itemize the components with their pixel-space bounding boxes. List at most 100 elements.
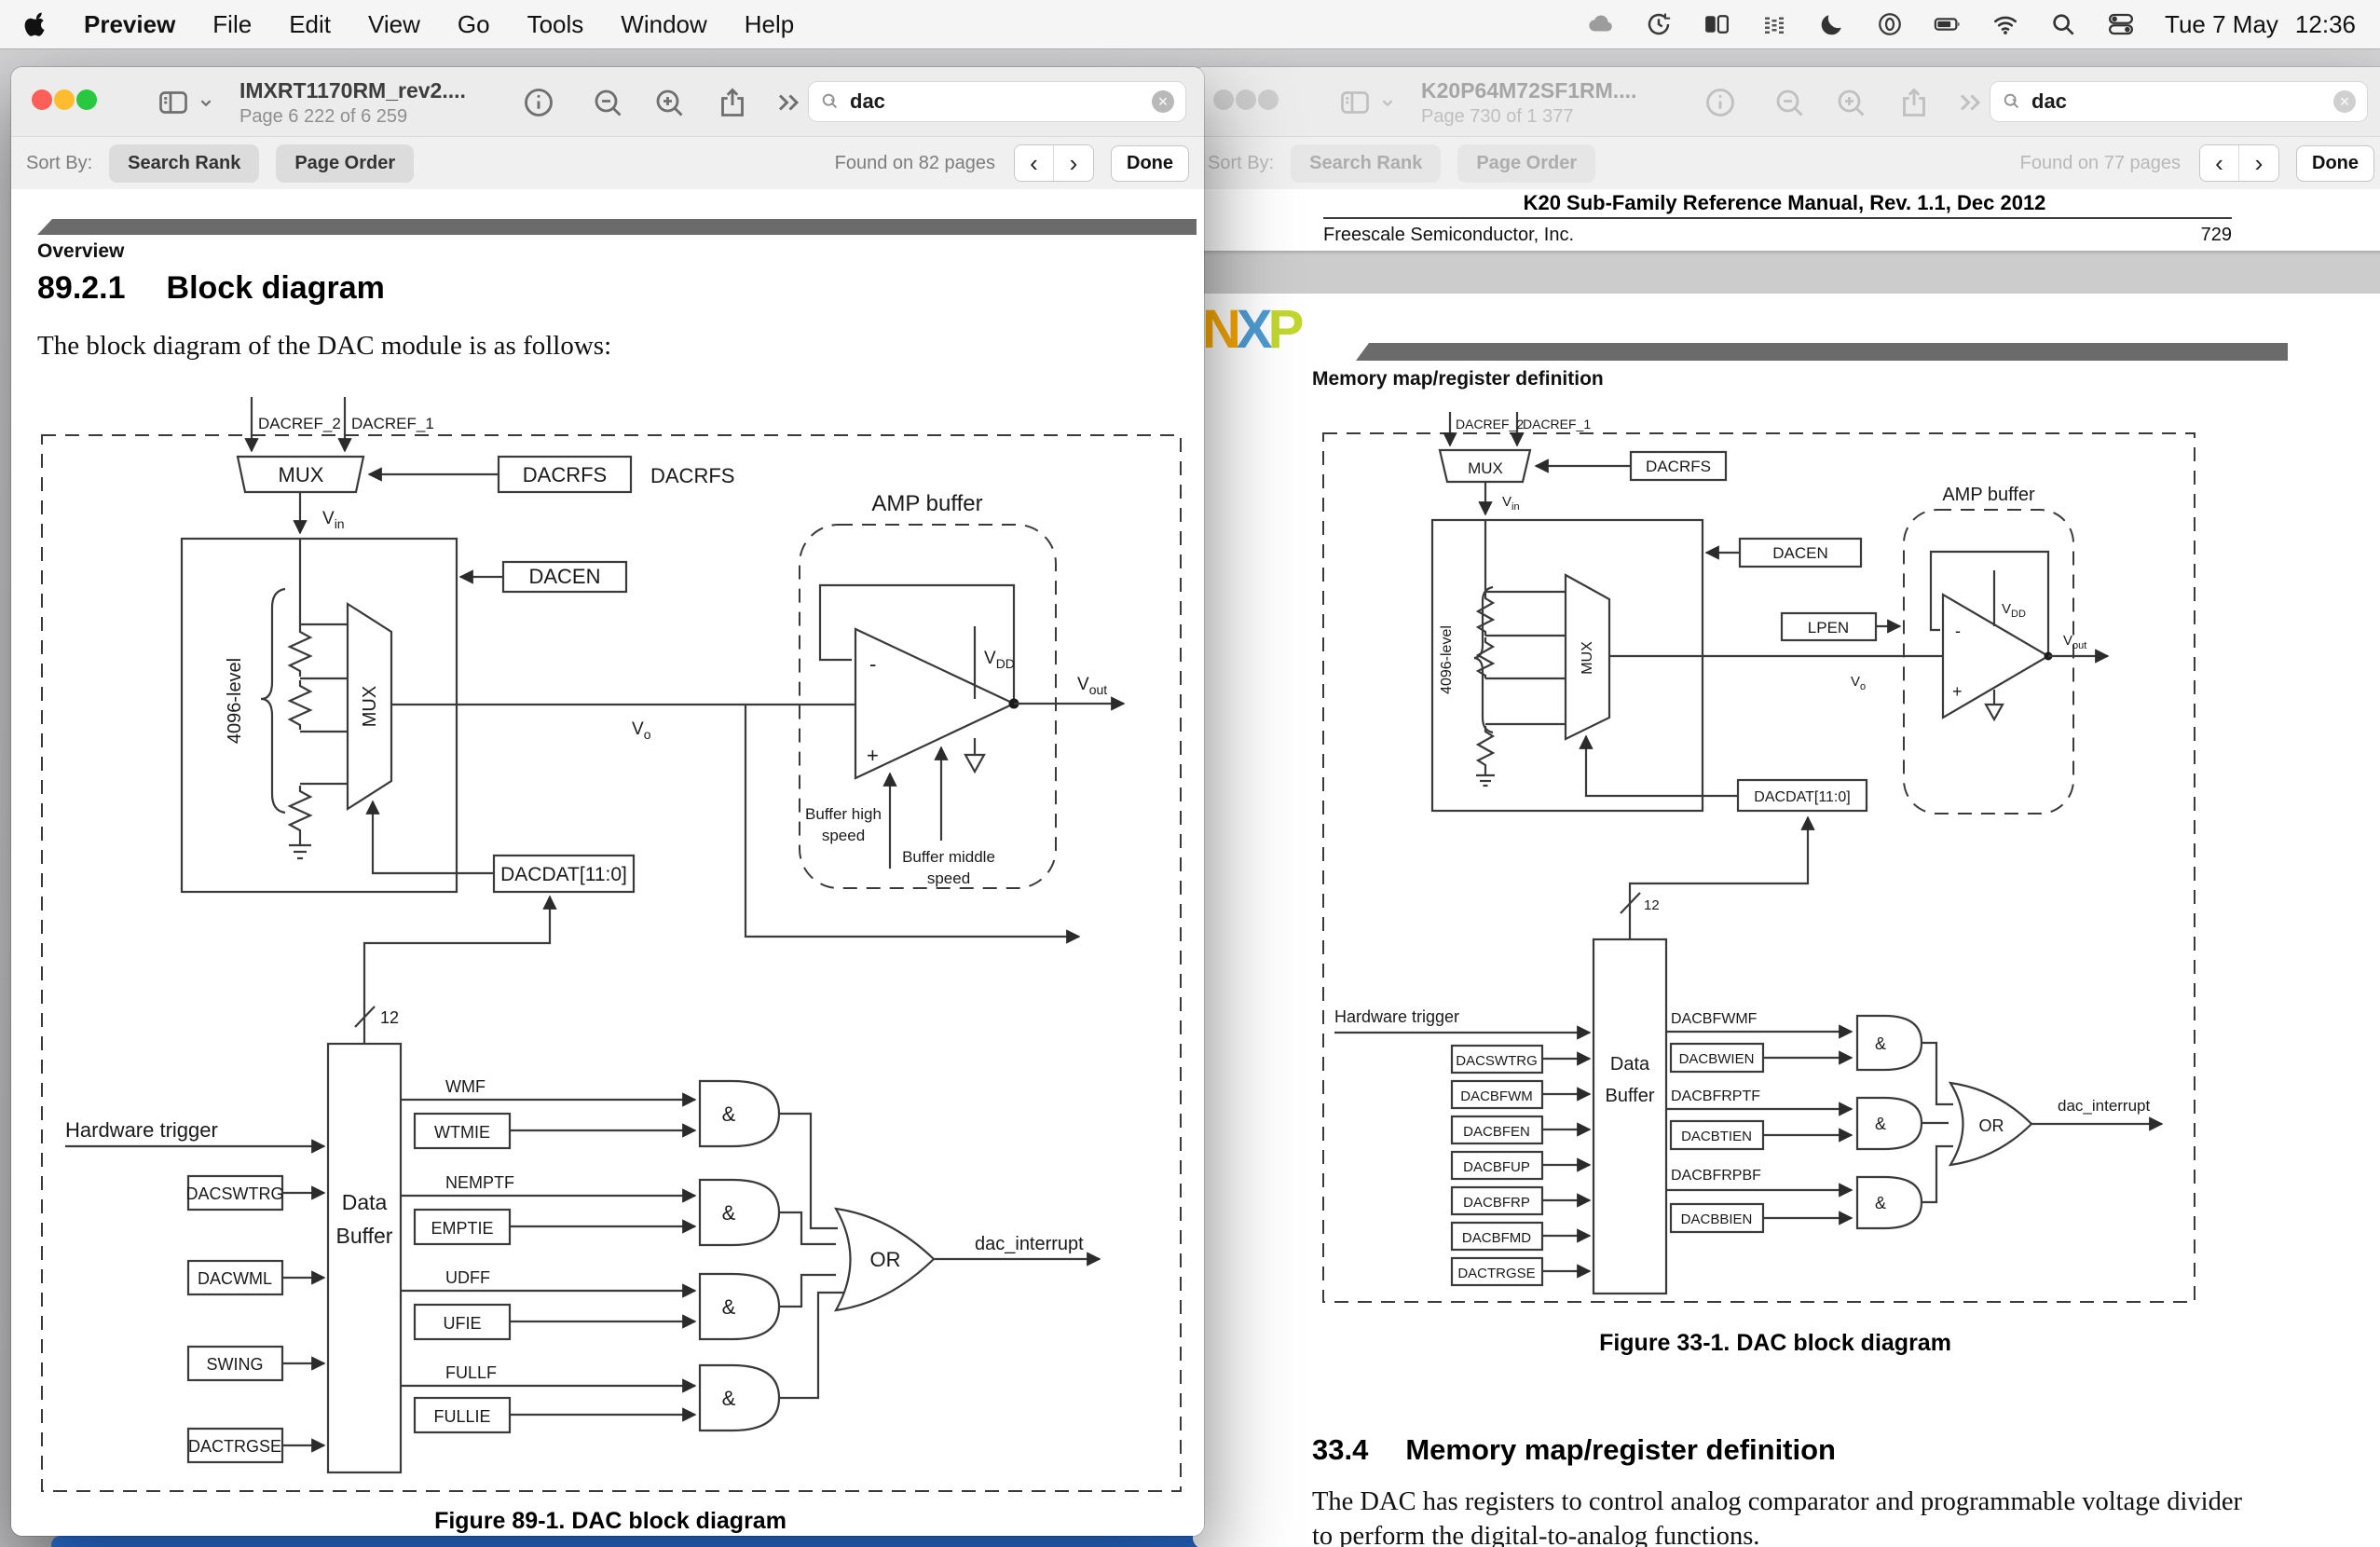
next-result-button[interactable]: › [1054, 145, 1093, 181]
svg-text:NEMPTF: NEMPTF [445, 1173, 514, 1192]
svg-text:DACTRGSE: DACTRGSE [1457, 1266, 1535, 1281]
zoom-button[interactable] [1258, 89, 1279, 110]
done-button[interactable]: Done [2296, 144, 2374, 182]
svg-text:Vin: Vin [322, 509, 345, 531]
svg-text:DACREF_1: DACREF_1 [351, 415, 434, 432]
page-order-button[interactable]: Page Order [276, 144, 415, 183]
search-field[interactable]: × [808, 81, 1186, 122]
svg-text:DACBFWM: DACBFWM [1460, 1088, 1533, 1104]
apple-menu-icon[interactable] [24, 11, 47, 37]
zoom-out-icon[interactable] [1772, 86, 1806, 119]
svg-text:Hardware trigger: Hardware trigger [65, 1118, 218, 1142]
menu-clock[interactable]: Tue 7 May 12:36 [2165, 10, 2356, 39]
svg-text:DACBFWMF: DACBFWMF [1671, 1011, 1758, 1027]
share-icon[interactable] [1897, 86, 1931, 119]
zoom-in-icon[interactable] [1834, 86, 1867, 119]
titlebar-right[interactable]: K20P64M72SF1RM.... Page 730 of 1 377 × [1193, 67, 2380, 137]
svg-text:MUX: MUX [360, 686, 380, 727]
menu-item-file[interactable]: File [212, 9, 253, 38]
reference-inputs: DACREF_2 DACREF_1 [244, 397, 434, 453]
svg-text:-: - [1955, 622, 1961, 640]
clear-search-icon[interactable]: × [1152, 90, 1174, 113]
svg-text:DACWML: DACWML [198, 1269, 272, 1288]
svg-text:Vout: Vout [1077, 675, 1107, 697]
svg-text:FULLIE: FULLIE [433, 1407, 490, 1426]
close-button[interactable] [1213, 89, 1234, 110]
sidebar-chevron-icon[interactable] [1377, 86, 1398, 119]
svg-text:Buffer middle: Buffer middle [902, 848, 995, 866]
menu-item-view[interactable]: View [368, 9, 420, 38]
next-result-button[interactable]: › [2239, 145, 2278, 181]
window-tiles-icon[interactable] [1703, 10, 1730, 38]
section-title: Block diagram [166, 270, 385, 306]
menu-item-tools[interactable]: Tools [527, 9, 584, 38]
menu-item-preview[interactable]: Preview [84, 9, 176, 38]
menu-item-window[interactable]: Window [621, 9, 707, 38]
svg-text:DACDAT[11:0]: DACDAT[11:0] [1754, 789, 1850, 805]
menu-item-edit[interactable]: Edit [289, 9, 332, 38]
minimize-button[interactable] [1236, 89, 1256, 110]
spotlight-search-icon[interactable] [2049, 10, 2077, 38]
icloud-icon[interactable] [1587, 10, 1615, 38]
svg-text:+: + [1952, 682, 1963, 701]
module-boundary [41, 434, 1182, 1492]
more-toolbar-icon[interactable] [1953, 86, 1987, 119]
menu-item-go[interactable]: Go [457, 9, 490, 38]
control-center-icon[interactable] [2107, 10, 2135, 38]
info-icon[interactable] [1703, 86, 1737, 119]
search-input[interactable] [2030, 89, 2326, 115]
previous-result-button[interactable]: ‹ [2200, 145, 2239, 181]
zoom-button[interactable] [76, 89, 97, 110]
svg-text:DACEN: DACEN [1772, 544, 1828, 562]
search-icon [822, 93, 838, 109]
previous-result-button[interactable]: ‹ [1015, 145, 1054, 181]
share-icon[interactable] [716, 86, 749, 119]
clear-search-icon[interactable]: × [2333, 90, 2356, 113]
stats-columns-icon[interactable] [1760, 10, 1788, 38]
page-order-button[interactable]: Page Order [1457, 144, 1596, 183]
svg-text:WMF: WMF [445, 1077, 486, 1096]
minimize-button[interactable] [54, 89, 75, 110]
close-button[interactable] [32, 89, 52, 110]
search-input[interactable] [848, 89, 1144, 115]
menu-bar: Preview File Edit View Go Tools Window H… [0, 0, 2380, 48]
done-button[interactable]: Done [1111, 144, 1189, 182]
status-bar: Tue 7 May 12:36 [1587, 10, 2356, 39]
do-not-disturb-moon-icon[interactable] [1818, 10, 1846, 38]
page729-footer: Freescale Semiconductor, Inc. 729 [1323, 225, 2232, 246]
menu-item-help[interactable]: Help [744, 9, 795, 38]
svg-text:DACBFRPBF: DACBFRPBF [1671, 1168, 1761, 1184]
interrupt-logic: DACBFWMF DACBWIEN DACBFRPTF DACBTIEN DAC… [1666, 1011, 2164, 1234]
svg-text:AMP buffer: AMP buffer [871, 491, 982, 516]
search-icon [2004, 93, 2019, 109]
svg-text:Vout: Vout [2063, 633, 2086, 651]
intro-text: The block diagram of the DAC module is a… [37, 331, 612, 361]
svg-text:UDFF: UDFF [445, 1268, 490, 1287]
svg-text:LPEN: LPEN [1808, 619, 1849, 637]
zero-circle-icon[interactable] [1876, 10, 1904, 38]
chapter-banner [1356, 343, 2288, 361]
section-heading: 33.4 Memory map/register definition [1312, 1433, 1836, 1467]
search-rank-button[interactable]: Search Rank [1291, 144, 1442, 183]
wifi-icon[interactable] [1991, 10, 2019, 38]
page-indicator: Page 730 of 1 377 [1421, 106, 1574, 127]
svg-text:Vo: Vo [1851, 674, 1866, 692]
svg-text:DACBFUP: DACBFUP [1463, 1159, 1530, 1175]
sidebar-chevron-icon[interactable] [196, 86, 216, 119]
battery-icon[interactable] [1934, 10, 1962, 38]
time-machine-icon[interactable] [1645, 10, 1673, 38]
svg-text:DACSWTRG: DACSWTRG [186, 1184, 284, 1203]
svg-text:DACREF_2: DACREF_2 [1456, 417, 1524, 431]
search-field[interactable]: × [1990, 81, 2368, 122]
info-icon[interactable] [522, 86, 555, 119]
more-toolbar-icon[interactable] [772, 86, 805, 119]
dacdat-register: DACDAT[11:0] 12 [354, 800, 636, 1044]
titlebar-left[interactable]: IMXRT1170RM_rev2.... Page 6 222 of 6 259… [11, 67, 1204, 137]
svg-text:DACREF_1: DACREF_1 [1523, 417, 1591, 431]
zoom-out-icon[interactable] [591, 86, 624, 119]
sidebar-toggle-icon[interactable] [1338, 86, 1372, 119]
search-rank-button[interactable]: Search Rank [109, 144, 260, 183]
zoom-in-icon[interactable] [652, 86, 686, 119]
page729-rule [1323, 217, 2232, 219]
sidebar-toggle-icon[interactable] [157, 86, 190, 119]
